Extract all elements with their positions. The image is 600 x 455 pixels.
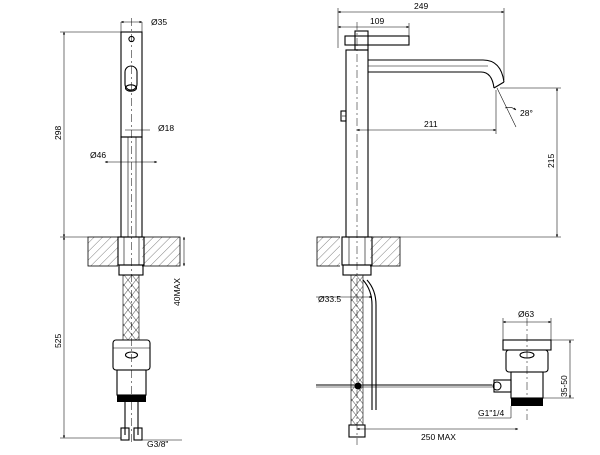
dim-spout-diameter: Ø18 [158,123,174,133]
dim-tail-length: 525 [53,334,63,348]
dim-reach: 211 [424,119,438,129]
dim-overall-length: 249 [414,1,428,11]
dim-thread: G3/8" [147,439,168,449]
dim-waste-diameter: Ø63 [518,309,534,319]
dim-spout-height: 215 [546,154,556,168]
front-braided-hose [122,274,140,341]
side-mixer-column [345,49,369,238]
dim-max-thickness: 40MAX [172,278,182,306]
dim-angle: 28° [520,108,533,118]
dim-waste-thread: G1"1/4 [478,408,504,418]
dim-pipe-diameter: Ø33.5 [318,294,341,304]
side-view: 249 109 211 28° 215 Ø33.5 250 MAX [316,1,561,445]
dim-body-diameter: Ø46 [90,150,106,160]
dim-rod-length: 250 MAX [421,432,456,442]
dim-total-height: 298 [53,126,63,140]
front-view: Ø35 Ø18 Ø46 298 525 40MAX G3/8" [53,17,186,449]
waste-detail-view: Ø63 35-50 G1"1/4 [478,309,574,420]
side-lever [344,35,410,46]
dim-head-diameter: Ø35 [151,17,167,27]
front-spout-outlet [124,65,138,91]
dim-lever-length: 109 [370,16,384,26]
dim-waste-height: 35-50 [559,375,569,397]
side-spout [368,59,505,83]
